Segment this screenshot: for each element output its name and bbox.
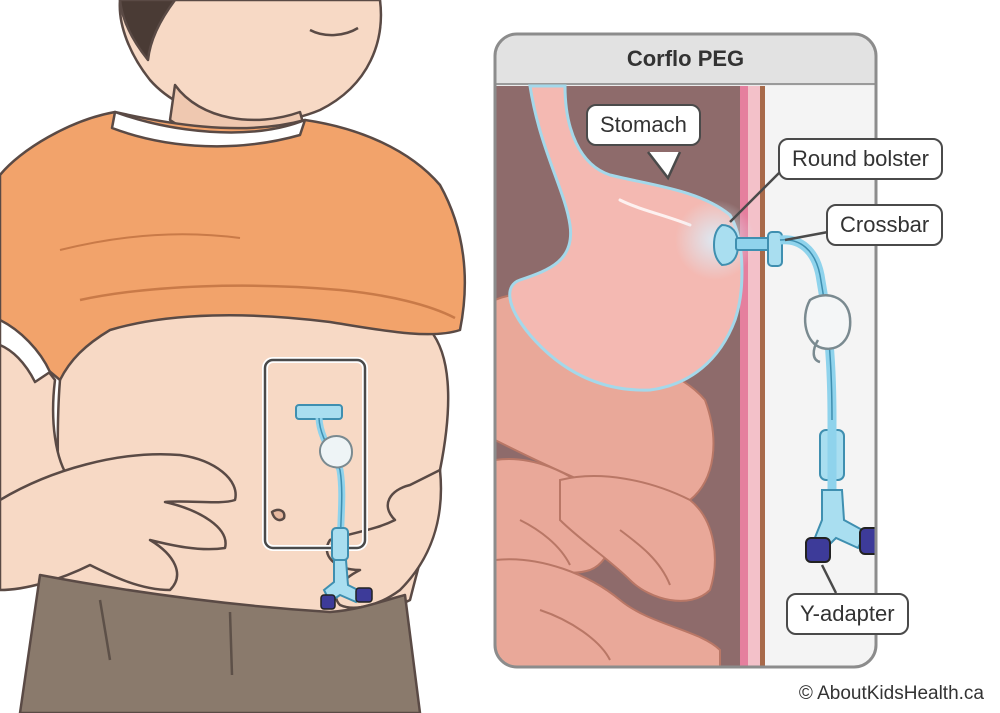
feeding-tube-edge [779, 239, 833, 421]
shirt-fold [79, 284, 456, 320]
small-intestine-3 [495, 558, 721, 667]
copyright-credit: © AboutKidsHealth.ca [798, 683, 984, 704]
abdominal-wall-outer [760, 86, 765, 667]
child-pants [18, 573, 422, 713]
panel-title: Corflo PEG [626, 46, 745, 71]
device-highlight-box-outline [263, 358, 367, 550]
peg-device-small [295, 404, 373, 610]
crossbar-pointer [784, 230, 829, 242]
stomach-callout: Stomach [586, 104, 701, 146]
y-adapter-cap-1 [805, 537, 831, 563]
shirt-fold-2 [59, 233, 241, 251]
child-mouth [309, 26, 359, 37]
y-adapter-cap-small-2 [355, 587, 373, 603]
intestine-fold-2 [619, 529, 671, 586]
y-adapter-pointer [820, 564, 838, 594]
child-shirt [0, 110, 467, 382]
child-hand-right [325, 468, 443, 609]
tube-clamp-hinge [812, 339, 821, 364]
round-bolster-callout: Round bolster [778, 138, 943, 180]
panel-frame [493, 32, 878, 669]
clamp-small [318, 435, 354, 469]
abdominal-wall-muscle [748, 86, 760, 667]
y-adapter-cap-2 [859, 527, 876, 555]
round-bolster [712, 223, 740, 267]
stomach [508, 84, 744, 392]
y-adapter-small [322, 559, 364, 604]
panel-title-bar [495, 34, 876, 84]
tube-sleeve-small [331, 527, 349, 561]
pants-belt-loop [98, 599, 234, 676]
outside-body [765, 86, 876, 667]
callout-pointers [647, 151, 838, 594]
child-hand-left [0, 453, 237, 592]
y-adapter [812, 489, 868, 550]
crossbar-callout: Crossbar [826, 204, 944, 246]
crossbar-small [295, 404, 343, 420]
y-adapter-callout: Y-adapter [786, 593, 909, 635]
child-hair [118, 0, 177, 62]
intestine-fold-3 [539, 609, 611, 661]
tube-clamp [803, 294, 852, 351]
intestine-fold-1 [519, 519, 571, 566]
child-navel [270, 508, 286, 522]
sleeve-cuff-left [0, 318, 52, 384]
round-bolster-pointer [729, 171, 781, 223]
y-adapter-cap-small-1 [320, 594, 336, 610]
small-intestine-2 [559, 475, 716, 602]
shirt-collar [110, 110, 307, 148]
abdominal-wall-inner [740, 86, 748, 667]
crossbar [767, 231, 783, 267]
child-figure [0, 0, 467, 713]
stomach-pointer [647, 151, 682, 181]
